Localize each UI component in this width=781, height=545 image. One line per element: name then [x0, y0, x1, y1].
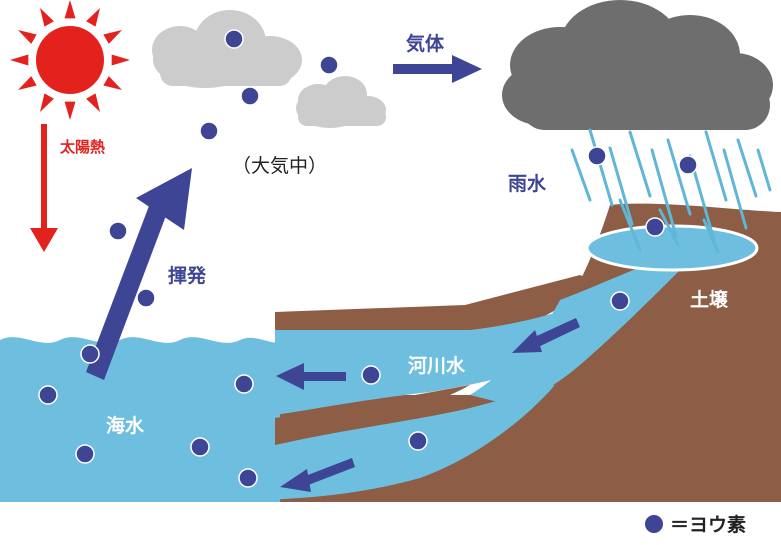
cloud-rain-dark: [502, 0, 773, 130]
iodine-dot: [38, 385, 58, 405]
rain-line: [736, 138, 758, 198]
sun-ray: [111, 54, 130, 66]
rain-line: [658, 208, 680, 247]
rain-line: [722, 148, 748, 230]
iodine-dot: [645, 217, 665, 237]
iodine-dot: [678, 155, 698, 175]
solar-heat-arrow: [30, 124, 58, 252]
river-flow-arrow-1: [512, 318, 580, 353]
evaporation-arrow: [86, 168, 192, 380]
rain-line: [756, 148, 772, 192]
rain-line: [666, 138, 692, 216]
label-rain: 雨水: [508, 173, 547, 195]
label-evaporation: 揮発: [168, 264, 207, 287]
iodine-dot: [108, 221, 128, 241]
label-soil: 土壌: [690, 288, 729, 311]
rain-lines: [570, 128, 772, 254]
sun-ray: [64, 0, 76, 19]
iodine-dot: [361, 365, 381, 385]
iodine-dot: [75, 444, 95, 464]
legend-dot-icon: [645, 515, 663, 533]
sun-ray: [64, 101, 76, 120]
cloud-light-large: [152, 10, 302, 88]
iodine-dot: [80, 344, 100, 364]
sun-ray: [103, 76, 122, 90]
sea: [0, 337, 280, 502]
rain-line: [618, 198, 642, 252]
river-flow-arrow-3: [280, 458, 355, 492]
iodine-dot: [240, 86, 260, 106]
label-solar-heat: 太陽熱: [60, 138, 105, 156]
river-flow-arrow-2: [276, 363, 346, 390]
rain-line: [608, 146, 634, 226]
rain-line: [628, 130, 652, 198]
label-gas: 気体: [406, 32, 445, 55]
iodine-dot: [199, 121, 219, 141]
gas-arrow: [393, 55, 482, 83]
iodine-dot: [238, 468, 258, 488]
iodine-dot: [190, 437, 210, 457]
label-atmosphere: （大気中）: [232, 155, 327, 177]
sun-disc: [36, 26, 104, 94]
rain-line: [570, 148, 592, 202]
label-sea: 海水: [106, 414, 145, 437]
rain-line: [650, 148, 678, 238]
sun-icon: [10, 0, 130, 120]
sun-ray: [10, 54, 29, 66]
iodine-dot: [408, 431, 428, 451]
iodine-dots: [38, 29, 698, 488]
rain-line: [704, 130, 728, 202]
sun-ray: [18, 76, 37, 90]
sun-ray: [86, 93, 100, 112]
iodine-dot: [610, 291, 630, 311]
sun-ray: [86, 8, 100, 27]
sun-ray: [40, 8, 54, 27]
iodine-dot: [234, 374, 254, 394]
rain-line: [588, 128, 614, 207]
iodine-dot: [587, 146, 607, 166]
iodine-dot: [136, 288, 156, 308]
sun-ray: [18, 30, 37, 44]
legend-label: ＝ヨウ素: [670, 513, 746, 536]
cloud-light-small: [296, 76, 386, 128]
river-island: [275, 385, 470, 445]
iodine-dot: [224, 29, 244, 49]
sun-ray: [103, 30, 122, 44]
label-river: 河川水: [408, 355, 466, 377]
sun-ray: [40, 93, 54, 112]
iodine-dot: [319, 55, 339, 75]
rain-line: [702, 218, 720, 254]
